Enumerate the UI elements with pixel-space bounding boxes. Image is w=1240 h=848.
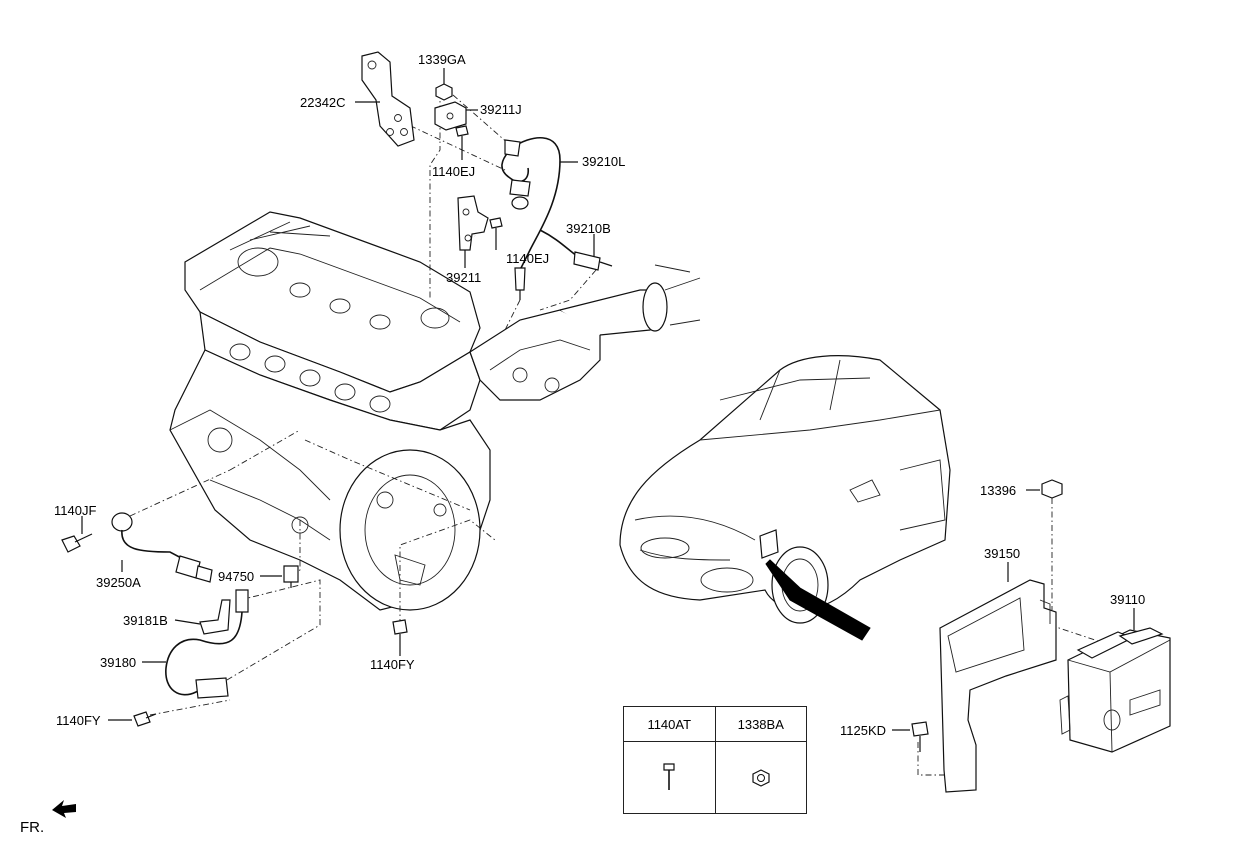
nut-13396 (1041, 479, 1063, 499)
nut-icon (752, 769, 770, 787)
label-39110: 39110 (1110, 592, 1145, 607)
label-1339GA: 1339GA (418, 52, 466, 67)
leader-lines (81, 68, 1135, 731)
bolt-1140FY-a (133, 711, 157, 727)
bracket-39181B (199, 599, 231, 635)
front-label: FR. (20, 819, 44, 836)
label-39181B: 39181B (123, 613, 168, 628)
table-cell-bolt (624, 742, 716, 814)
hardware-table-header: 1140AT 1338BA (624, 707, 806, 742)
bracket-39211J (434, 101, 467, 131)
label-39150: 39150 (984, 546, 1020, 561)
table-cell-nut (716, 742, 807, 814)
bolt-1125KD (911, 721, 929, 752)
label-1140EJ-a: 1140EJ (432, 164, 475, 179)
o2-sensor-39210L (501, 137, 561, 300)
label-39180: 39180 (100, 655, 136, 670)
label-39211J: 39211J (480, 102, 522, 117)
vehicle-illustration (619, 355, 951, 641)
o2-sensor-39210B (539, 229, 613, 271)
label-39210L: 39210L (582, 154, 625, 169)
label-22342C: 22342C (300, 95, 346, 110)
bracket-22342C (361, 51, 415, 147)
hardware-table: 1140AT 1338BA (623, 706, 807, 814)
sensor-94750 (283, 565, 299, 588)
knock-sensor-39250A (111, 512, 213, 583)
label-13396: 13396 (980, 483, 1016, 498)
bolt-1140EJ-b (489, 217, 503, 242)
engine-assembly (169, 211, 701, 611)
label-39210B: 39210B (566, 221, 611, 236)
label-1125KD: 1125KD (840, 723, 886, 738)
bolt-icon (663, 763, 675, 790)
label-39211: 39211 (446, 270, 481, 285)
bolt-1140FY-b (392, 619, 408, 648)
crank-sensor-39180 (165, 589, 249, 699)
label-94750: 94750 (218, 569, 254, 584)
label-39250A: 39250A (96, 575, 141, 590)
ecu-39110 (1059, 627, 1171, 753)
ecu-bracket-39150 (939, 579, 1057, 793)
front-arrow-icon (52, 800, 76, 818)
bolt-1140JF (61, 533, 93, 553)
table-col-1140AT: 1140AT (624, 707, 716, 741)
nut-1339GA (435, 83, 453, 101)
bracket-39211 (457, 195, 489, 251)
label-1140FY-a: 1140FY (56, 713, 101, 728)
label-1140JF: 1140JF (54, 503, 96, 518)
label-1140EJ-b: 1140EJ (506, 251, 549, 266)
label-1140FY-b: 1140FY (370, 657, 415, 672)
table-col-1338BA: 1338BA (737, 716, 784, 732)
hardware-table-body (624, 742, 806, 814)
bolt-1140EJ-a (455, 125, 469, 154)
front-direction-indicator: FR. (20, 800, 76, 836)
